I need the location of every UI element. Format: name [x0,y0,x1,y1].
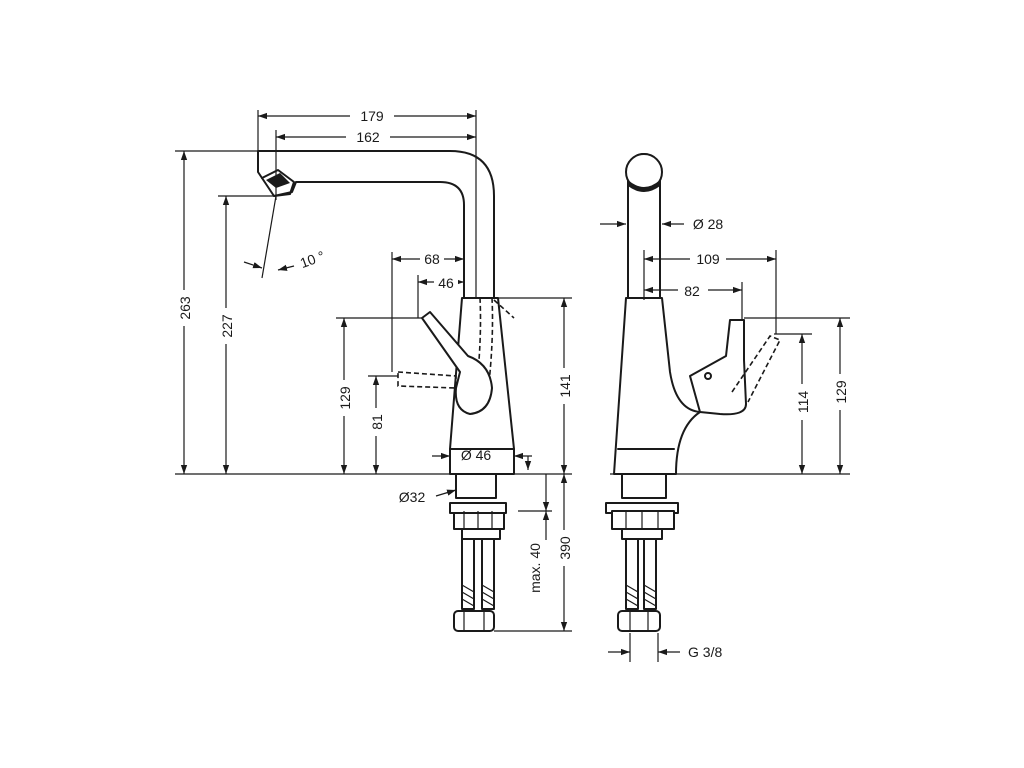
side-aerator [261,169,295,197]
dim-shank-diameter: Ø32 [399,489,426,505]
dim-hose-length: 390 [557,536,573,560]
dim-lever-height-129-front: 129 [833,380,849,404]
dim-lever-reach-68: 68 [424,251,440,267]
side-view-dimensions: 179 162 263 227 10 ° 68 46 129 [174,106,574,632]
dim-lever-height-129-side: 129 [337,386,353,410]
dim-lever-height-114: 114 [795,391,811,414]
dim-lever-reach-46: 46 [438,275,454,291]
dim-overall-height: 263 [177,296,193,320]
front-hoses [625,538,657,610]
dim-base-diameter: Ø 46 [461,447,492,463]
side-view [175,150,572,632]
front-shank [621,473,667,499]
front-body [613,297,701,475]
dim-overall-reach: 179 [360,108,384,124]
side-shank [455,473,497,499]
dim-spout-height: 227 [219,314,235,338]
front-lever [689,319,747,416]
dim-spout-reach: 162 [356,129,380,145]
front-hose-nut [617,610,661,632]
front-view [605,153,850,632]
dim-spout-angle: 10 ° [298,247,327,271]
side-hoses [461,538,495,610]
dim-connection-thread: G 3/8 [688,644,722,660]
side-spout [257,150,495,299]
side-lever-alt [397,371,457,389]
dim-front-reach-109: 109 [696,251,720,267]
side-lever [421,311,493,415]
dim-spout-diameter: Ø 28 [693,216,724,232]
dim-body-height-141: 141 [557,374,573,398]
dim-front-reach-82: 82 [684,283,700,299]
front-lever-alt [731,335,782,403]
front-view-dimensions: Ø 28 109 82 114 129 G 3/8 [600,216,850,662]
dim-max-deck: max. 40 [527,543,543,593]
dim-lever-height-81: 81 [369,414,385,430]
side-hose-nut [453,610,495,632]
front-mount-nut [611,510,675,530]
